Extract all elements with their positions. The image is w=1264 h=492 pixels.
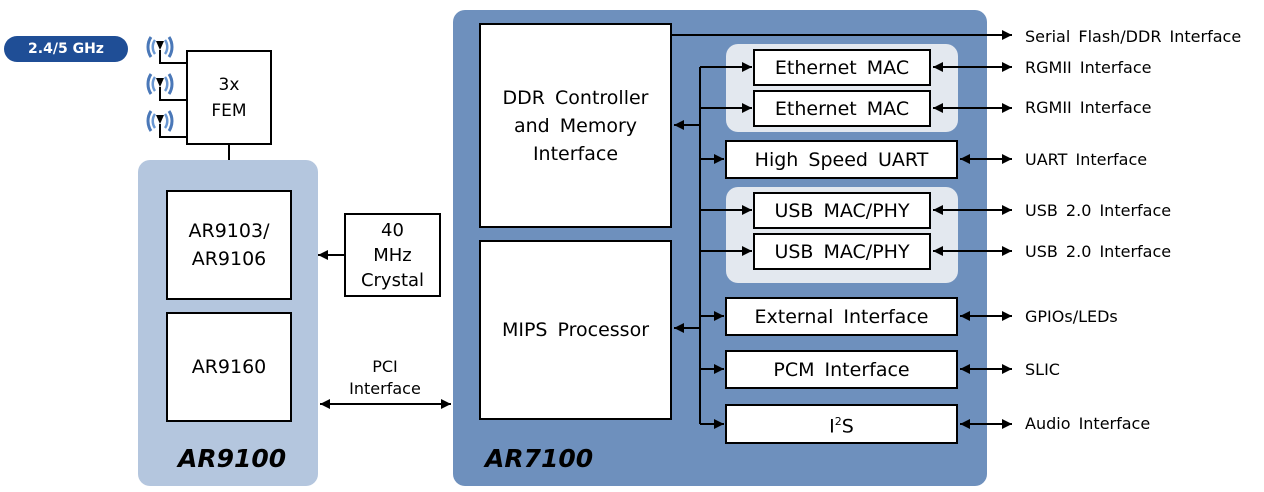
audio-interface-label: Audio Interface (1025, 414, 1151, 433)
pcm-interface-block: PCM Interface (725, 350, 958, 389)
ddr-controller-block: DDR Controller and Memory Interface (479, 23, 672, 228)
uart-interface-label: UART Interface (1025, 150, 1148, 169)
rgmii-label-1: RGMII Interface (1025, 58, 1152, 77)
i2s-superscript: 2 (834, 414, 842, 428)
antenna-icon-3 (146, 109, 174, 134)
usb-interface-label-2: USB 2.0 Interface (1025, 242, 1172, 261)
ar7100-label: AR7100 (485, 444, 594, 473)
ethernet-mac-block-1: Ethernet MAC (753, 49, 931, 86)
uart-block: High Speed UART (725, 140, 958, 179)
usb-mac-phy-block-1: USB MAC/PHY (753, 192, 931, 229)
slic-label: SLIC (1025, 360, 1060, 379)
ar9160-block: AR9160 (166, 312, 292, 422)
antenna-icon-1 (146, 35, 174, 60)
i2s-block: I2S (725, 404, 958, 444)
mips-processor-block: MIPS Processor (479, 240, 672, 420)
external-interface-block: External Interface (725, 297, 958, 336)
ar9100-label: AR9100 (178, 444, 287, 473)
usb-interface-label-1: USB 2.0 Interface (1025, 201, 1172, 220)
pci-interface-label: PCI Interface (349, 357, 421, 398)
ethernet-mac-block-2: Ethernet MAC (753, 90, 931, 127)
usb-mac-phy-block-2: USB MAC/PHY (753, 233, 931, 270)
frequency-badge: 2.4/5 GHz (4, 36, 128, 62)
i2s-base: I (829, 415, 835, 438)
ar9103-block: AR9103/ AR9106 (166, 190, 292, 300)
crystal-block: 40 MHz Crystal (344, 213, 441, 297)
gpio-led-label: GPIOs/LEDs (1025, 307, 1118, 326)
rgmii-label-2: RGMII Interface (1025, 98, 1152, 117)
antenna-icon-2 (146, 72, 174, 97)
serial-flash-label: Serial Flash/DDR Interface (1025, 27, 1242, 46)
i2s-tail: S (841, 415, 854, 438)
fem-block: 3x FEM (186, 50, 272, 145)
